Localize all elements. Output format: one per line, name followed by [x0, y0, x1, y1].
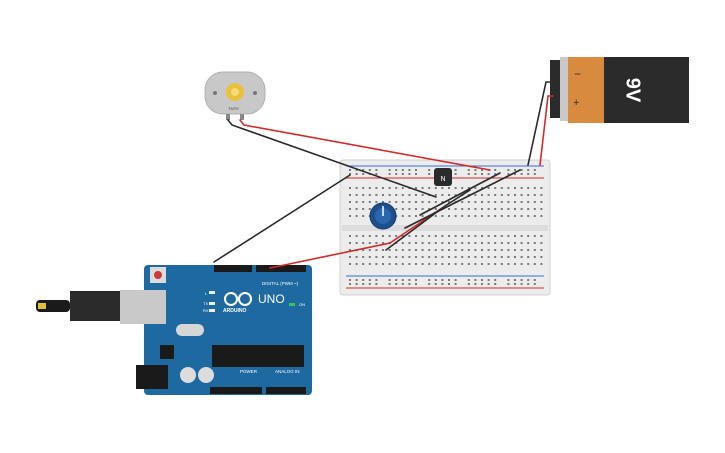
- wire-jumper-1[interactable]: [385, 189, 471, 251]
- arduino-power-label: POWER: [240, 369, 258, 374]
- arduino-analog-label: ANALOG IN: [275, 369, 300, 374]
- breadboard-holes: [349, 169, 543, 285]
- transistor-label: N: [440, 176, 445, 183]
- wire-arduino-signal[interactable]: [269, 207, 443, 269]
- arduino-on-label: ON: [299, 302, 305, 307]
- arduino-brand-label: ARDUINO: [223, 308, 246, 314]
- battery-9v[interactable]: 9V − +: [550, 57, 689, 123]
- wire-battery-positive[interactable]: [539, 95, 554, 166]
- arduino-rx-label: RX: [203, 308, 209, 313]
- breadboard[interactable]: [339, 159, 551, 296]
- npn-transistor[interactable]: N: [434, 168, 452, 186]
- motor-label: TMTE: [228, 106, 239, 111]
- dc-motor[interactable]: TMTE: [204, 71, 266, 120]
- wires: [213, 81, 554, 269]
- arduino-digital-label: DIGITAL (PWM ~): [262, 281, 299, 286]
- wire-battery-negative[interactable]: [527, 81, 554, 166]
- wire-jumper-3[interactable]: [419, 172, 501, 216]
- arduino-model-label: UNO: [258, 292, 285, 306]
- potentiometer[interactable]: [369, 202, 397, 230]
- battery-minus-label: −: [574, 67, 581, 81]
- wire-motor-positive[interactable]: [239, 119, 491, 171]
- wire-motor-negative[interactable]: [227, 119, 437, 198]
- battery-plus-label: +: [573, 97, 579, 109]
- wire-jumper-2[interactable]: [404, 169, 521, 229]
- wire-arduino-ground[interactable]: [213, 174, 351, 263]
- arduino-logo-icon: [224, 292, 252, 306]
- arduino-uno-board[interactable]: ARDUINO UNO DIGITAL (PWM ~) POWER ANALOG…: [36, 265, 312, 395]
- arduino-l-label: L: [205, 291, 208, 296]
- battery-label: 9V: [622, 78, 644, 103]
- arduino-tx-label: TX: [203, 301, 208, 306]
